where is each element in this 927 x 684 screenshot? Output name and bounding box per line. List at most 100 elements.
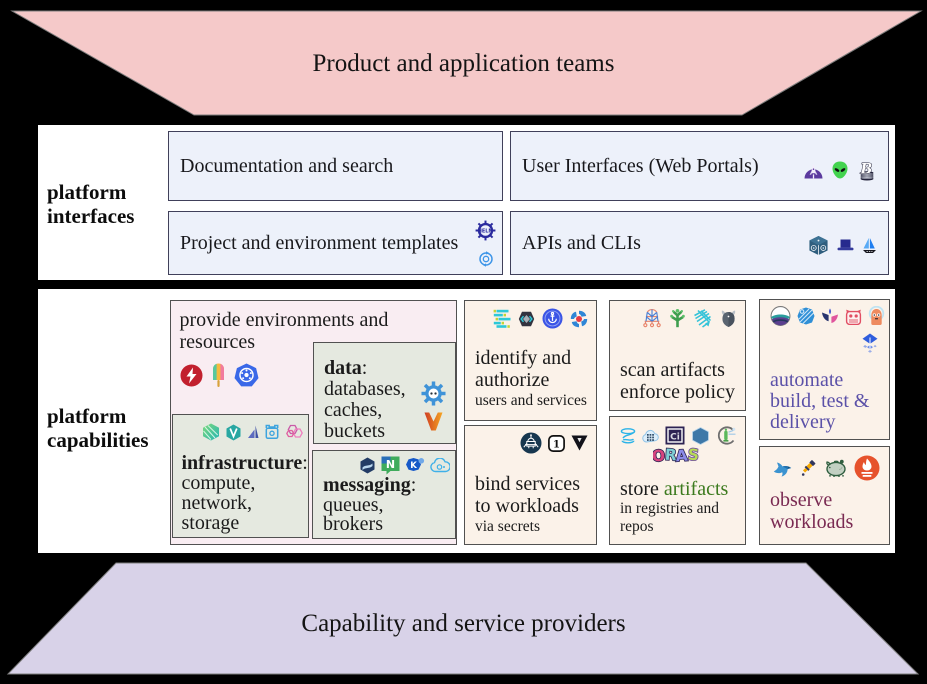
- viking-helmet-icon: [721, 310, 736, 327]
- backstage-stack-icon: B: [859, 161, 874, 180]
- infrastructure-box[interactable]: infrastructure: compute, network, storag…: [171, 414, 309, 538]
- svg-text:B: B: [860, 161, 873, 177]
- piggy-bank-icon: [826, 459, 846, 477]
- pink-hexagons-icon: [286, 424, 303, 438]
- cloud-grid-icon: [642, 429, 659, 443]
- falco-bird-icon: [694, 309, 712, 328]
- apis-and-clis-label: APIs and CLIs: [522, 231, 641, 254]
- popsicle-icon: [212, 363, 224, 387]
- rocket-dome-icon: [804, 163, 823, 178]
- wave-hexagon-icon: [360, 457, 375, 474]
- automate-delivery-box[interactable]: automate build, test & delivery: [759, 299, 890, 440]
- swirl-sphere-icon: [770, 306, 791, 326]
- svg-text:O: O: [653, 446, 666, 465]
- apis-and-clis-box[interactable]: APIs and CLIs: [510, 211, 889, 275]
- bind-services-box[interactable]: 1 bind services to workloads via secrets: [464, 425, 597, 545]
- blue-bird-icon: [773, 462, 792, 476]
- data-box[interactable]: data: databases, caches, buckets: [313, 342, 456, 444]
- lightning-circle-icon: [180, 364, 202, 386]
- telescope-icon: [801, 459, 816, 476]
- infrastructure-icons: [202, 423, 304, 441]
- gear-robot-svg: [421, 381, 446, 406]
- svg-text:1: 1: [553, 439, 560, 450]
- circular-arrows-icon: [478, 250, 493, 267]
- apis-and-clis-icons: [808, 235, 877, 256]
- platform-interfaces-panel: platform interfaces Documentation and se…: [35, 122, 898, 283]
- providers-label: Capability and service providers: [301, 610, 626, 637]
- documentation-and-search-box[interactable]: Documentation and search: [168, 131, 503, 201]
- ci-square-icon: Ci: [665, 426, 685, 445]
- pinwheel-icon: [570, 310, 588, 327]
- svg-text:A: A: [675, 447, 688, 465]
- lander-circle-icon: [520, 432, 542, 454]
- bind-services-icons: 1: [520, 432, 588, 454]
- bind-services-label: bind services to workloads via secrets: [475, 473, 580, 535]
- observe-workloads-box[interactable]: observe workloads: [759, 446, 890, 545]
- robot-cat-icon: [845, 309, 862, 325]
- identify-authorize-box[interactable]: identify and authorize users and service…: [464, 300, 597, 421]
- svg-text:HELM: HELM: [478, 228, 494, 234]
- steel-hexagon-icon: [692, 426, 709, 445]
- gear-robot-icon: [421, 381, 446, 406]
- store-artifacts-label: store artifacts in registries and repos: [620, 478, 728, 536]
- messaging-icons: N K: [359, 456, 450, 475]
- prometheus-flame-icon: [854, 455, 880, 481]
- observe-workloads-icons: [773, 455, 880, 481]
- project-templates-label: Project and environment templates: [180, 231, 459, 254]
- kubernetes-heptagon-icon: [234, 363, 258, 387]
- scan-artifacts-label: scan artifacts enforce policy: [620, 359, 735, 403]
- istio-sail-icon: [248, 425, 259, 438]
- documentation-and-search-label: Documentation and search: [180, 154, 394, 177]
- helm-wheel-icon: HELM: [475, 220, 496, 240]
- green-tree-icon: [670, 309, 685, 328]
- messaging-box[interactable]: N K messaging: queues, brokers: [312, 450, 456, 539]
- identify-authorize-caption: users and services: [475, 392, 587, 409]
- platform-capabilities-title: platform capabilities: [47, 404, 149, 452]
- wing-ribbons-icon: [822, 308, 838, 323]
- spiffe-bars-icon: [493, 309, 511, 328]
- trellis-icon: [643, 309, 661, 328]
- striped-cube-icon: [203, 423, 219, 441]
- store-artifacts-box[interactable]: Ci O R A: [609, 416, 746, 545]
- vitess-v-icon: [424, 412, 443, 431]
- provide-environments-label: provide environments and resources: [179, 309, 389, 353]
- product-teams-label: Product and application teams: [312, 50, 615, 77]
- kubemq-badge-icon: K: [406, 457, 425, 471]
- data-term-line: data:: [324, 357, 368, 379]
- messaging-term-line: messaging:: [323, 474, 417, 496]
- orange-creature-icon: [868, 306, 885, 325]
- svg-text:R: R: [664, 446, 677, 464]
- striped-ball-icon: [797, 307, 815, 325]
- spire-hex-icon: [518, 311, 535, 326]
- project-templates-box[interactable]: Project and environment templates HELM: [168, 211, 503, 275]
- svg-text:K: K: [410, 461, 417, 471]
- sailboat-icon: [863, 237, 876, 253]
- scan-artifacts-box[interactable]: scan artifacts enforce policy: [609, 300, 746, 411]
- cloud-events-icon: [430, 458, 450, 473]
- nats-square-icon: N: [381, 456, 400, 475]
- whirl-cup-icon: [620, 427, 636, 443]
- lighthouse-ring-icon: [717, 426, 736, 445]
- data-label: data: databases, caches, buckets: [324, 357, 406, 442]
- user-interfaces-label: User Interfaces (Web Portals): [522, 154, 759, 177]
- platform-interfaces-title: platform interfaces: [47, 180, 135, 228]
- oras-logo: O R A S: [653, 446, 699, 465]
- store-artifacts-icons: Ci: [620, 426, 737, 445]
- user-interfaces-icons: B: [804, 160, 877, 181]
- onepassword-icon: 1: [548, 434, 565, 452]
- toolbox-chest-icon: [265, 424, 279, 440]
- messaging-label: messaging: queues, brokers: [323, 474, 417, 535]
- top-hat-icon: [837, 239, 854, 251]
- anchor-badge-icon: [542, 308, 563, 329]
- project-templates-icons: HELM: [475, 220, 496, 267]
- oras-logo-svg: O R A S: [653, 446, 699, 465]
- identify-authorize-label: identify and authorize users and service…: [475, 347, 587, 409]
- flux-diamonds-svg: [862, 333, 878, 353]
- store-term-line: store artifacts: [620, 478, 729, 500]
- automate-delivery-icons: [770, 306, 885, 326]
- providers-trapezoid: [6, 562, 920, 675]
- hexagon-v-icon: [226, 424, 241, 440]
- provide-environments-icons: [180, 362, 259, 388]
- user-interfaces-box[interactable]: User Interfaces (Web Portals): [510, 131, 889, 201]
